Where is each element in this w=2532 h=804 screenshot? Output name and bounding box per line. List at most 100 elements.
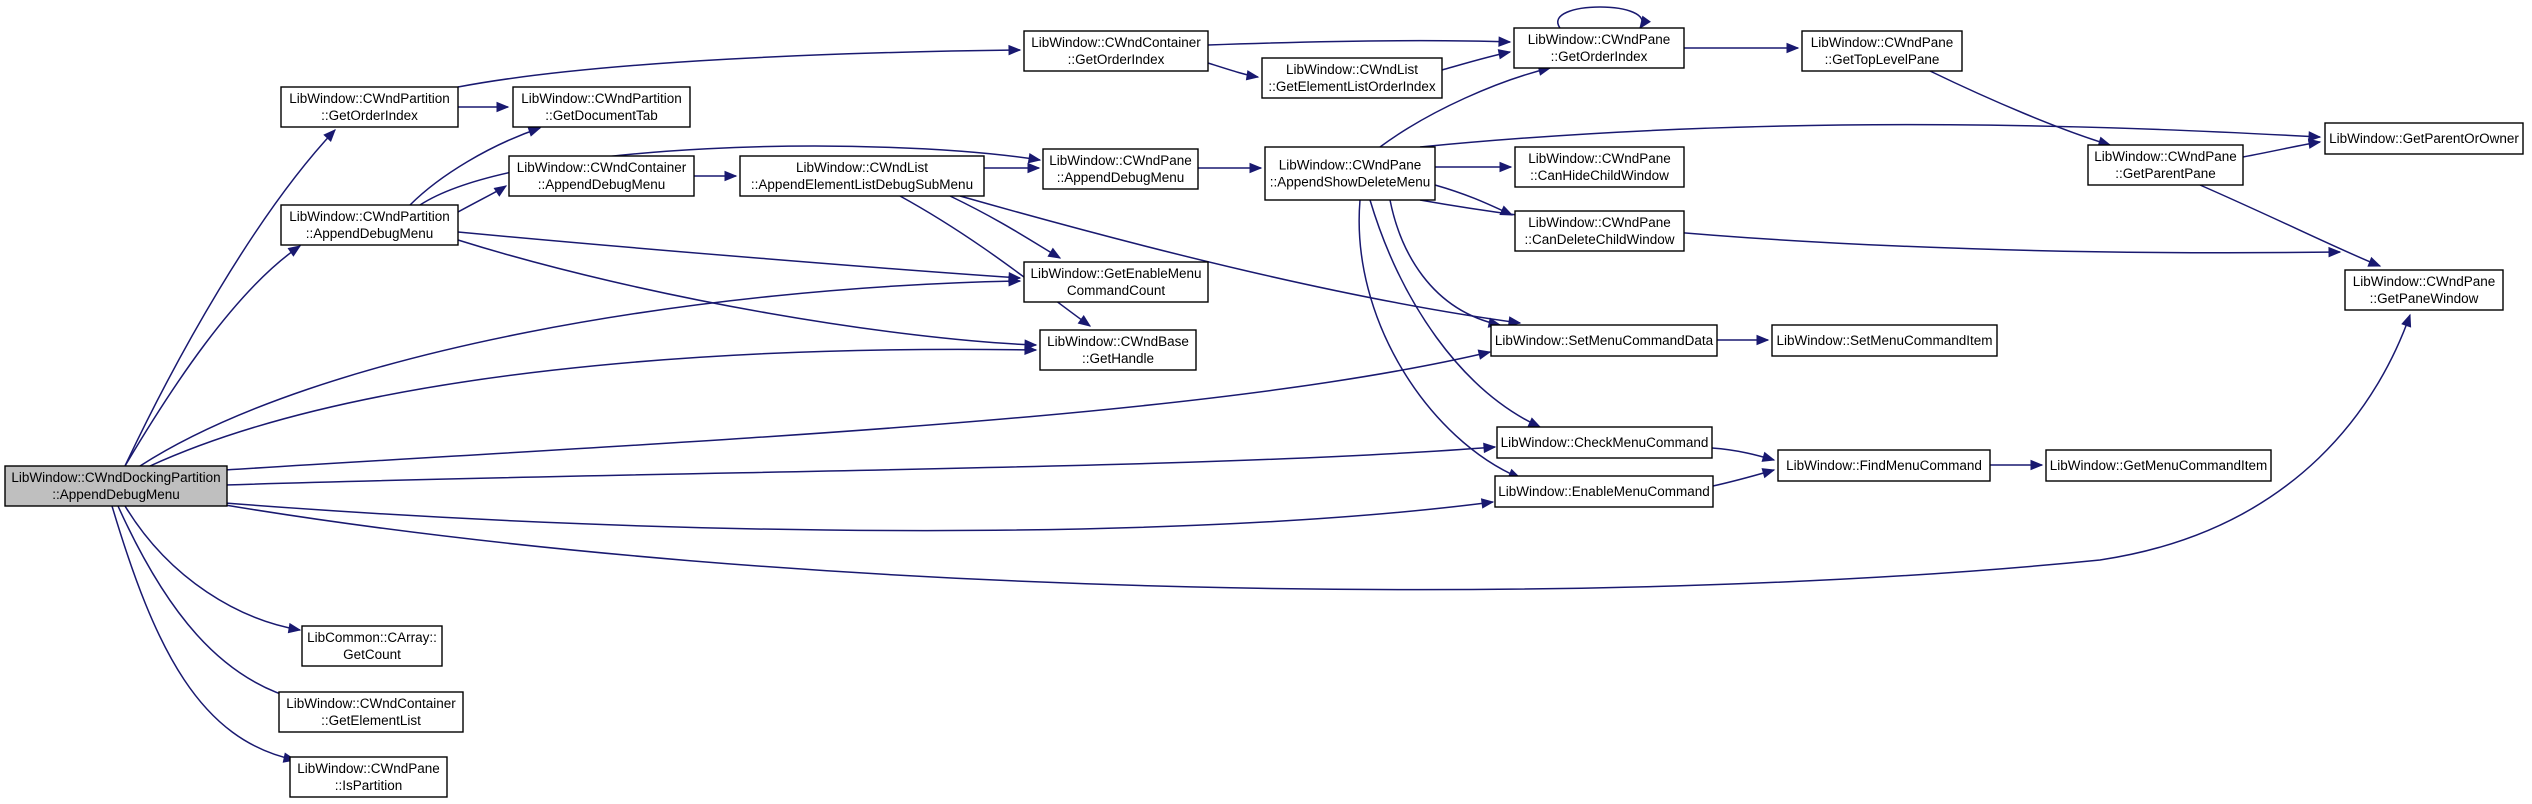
edge-line xyxy=(139,280,1021,467)
arrowhead-icon xyxy=(1008,272,1022,283)
edge-p_getorder-to-c_getorder xyxy=(457,44,1022,88)
node-c-getorder[interactable]: LibWindow::CWndContainer::GetOrderIndex xyxy=(1023,30,1209,72)
node-pane-canhide[interactable]: LibWindow::CWndPane::CanHideChildWindow xyxy=(1514,146,1685,188)
node-box xyxy=(2087,144,2244,186)
edge-line xyxy=(419,145,1041,206)
edge-check-to-find xyxy=(1711,447,1776,462)
node-label: LibWindow::FindMenuCommand xyxy=(1786,458,1982,473)
node-box xyxy=(289,756,448,798)
node-label: ::AppendDebugMenu xyxy=(1057,170,1185,185)
node-getparentowner[interactable]: LibWindow::GetParentOrOwner xyxy=(2324,122,2524,155)
node-pane-getwin[interactable]: LibWindow::CWndPane::GetPaneWindow xyxy=(2344,269,2504,311)
node-label: ::CanHideChildWindow xyxy=(1530,168,1669,183)
arrowhead-icon xyxy=(2308,131,2322,142)
node-box xyxy=(1771,324,1998,357)
edge-root-to-p_getorder xyxy=(124,129,336,467)
edge-line xyxy=(224,314,2411,591)
node-box xyxy=(278,691,464,733)
node-l-getelemorder[interactable]: LibWindow::CWndList::GetElementListOrder… xyxy=(1261,57,1443,99)
node-pane-getorder[interactable]: LibWindow::CWndPane::GetOrderIndex xyxy=(1513,27,1685,69)
node-p-getdoctab[interactable]: LibWindow::CWndPartition::GetDocumentTab xyxy=(512,86,691,128)
node-box xyxy=(1042,148,1199,190)
edge-p_appenddbg-to-geten xyxy=(457,231,1022,283)
node-root[interactable]: LibWindow::CWndDockingPartition::AppendD… xyxy=(4,465,228,507)
arrowhead-icon xyxy=(287,245,302,257)
node-label: ::GetOrderIndex xyxy=(1068,52,1165,67)
node-pane-ispart[interactable]: LibWindow::CWndPane::IsPartition xyxy=(289,756,448,798)
node-carray-count[interactable]: LibCommon::CArray::GetCount xyxy=(301,625,443,667)
node-p-appenddbg[interactable]: LibWindow::CWndPartition::AppendDebugMen… xyxy=(280,204,459,246)
node-pane-showdel[interactable]: LibWindow::CWndPane::AppendShowDeleteMen… xyxy=(1264,146,1436,201)
node-pane-appenddbg[interactable]: LibWindow::CWndPane::AppendDebugMenu xyxy=(1042,148,1199,190)
edge-line xyxy=(457,49,1021,88)
edge-line xyxy=(2199,184,2381,267)
node-pane-gettop[interactable]: LibWindow::CWndPane::GetTopLevelPane xyxy=(1801,30,1963,72)
node-l-appendsub[interactable]: LibWindow::CWndList::AppendElementListDe… xyxy=(739,155,985,197)
arrowhead-icon xyxy=(1756,334,1770,346)
node-getitem[interactable]: LibWindow::GetMenuCommandItem xyxy=(2045,449,2272,482)
edge-c_getorder-to-pane_getorder xyxy=(1207,36,1512,47)
arrowhead-icon xyxy=(493,185,508,197)
node-setdata[interactable]: LibWindow::SetMenuCommandData xyxy=(1490,324,1718,357)
edge-l_getelemorder-to-pane_getorder xyxy=(1441,49,1512,71)
node-label: ::GetElementList xyxy=(321,713,421,728)
edge-line xyxy=(959,195,1521,324)
node-label: ::GetDocumentTab xyxy=(545,108,658,123)
node-pane-getparent[interactable]: LibWindow::CWndPane::GetParentPane xyxy=(2087,144,2244,186)
arrowhead-icon xyxy=(1639,15,1651,30)
node-box xyxy=(1023,261,1209,303)
node-label: LibWindow::SetMenuCommandData xyxy=(1495,333,1714,348)
node-p-getorder[interactable]: LibWindow::CWndPartition::GetOrderIndex xyxy=(280,86,459,128)
edge-line xyxy=(2242,141,2321,158)
arrowhead-icon xyxy=(527,126,542,137)
node-label: ::AppendElementListDebugSubMenu xyxy=(751,177,973,192)
edge-line xyxy=(1557,6,1643,29)
node-c-getelem[interactable]: LibWindow::CWndContainer::GetElementList xyxy=(278,691,464,733)
edge-root-to-pane_getwin xyxy=(224,313,2412,591)
node-box xyxy=(1494,475,1714,508)
node-enable[interactable]: LibWindow::EnableMenuCommand xyxy=(1494,475,1714,508)
node-label: LibWindow::CWndPane xyxy=(1528,32,1671,47)
arrowhead-icon xyxy=(1483,442,1497,454)
node-check[interactable]: LibWindow::CheckMenuCommand xyxy=(1496,426,1713,459)
edge-line xyxy=(1389,199,1501,326)
edge-root-to-setdata xyxy=(224,349,1492,471)
arrowhead-icon xyxy=(1245,70,1260,81)
node-label: ::GetElementListOrderIndex xyxy=(1268,79,1436,94)
node-setitem[interactable]: LibWindow::SetMenuCommandItem xyxy=(1771,324,1998,357)
node-label: LibWindow::CheckMenuCommand xyxy=(1501,435,1709,450)
edge-line xyxy=(1434,184,1513,216)
arrowhead-icon xyxy=(496,101,510,113)
edge-line xyxy=(224,446,1496,486)
arrowhead-icon xyxy=(2367,256,2382,267)
node-label: LibWindow::CWndPane xyxy=(2353,274,2496,289)
arrowhead-icon xyxy=(1499,161,1513,173)
arrowhead-icon xyxy=(1497,49,1512,60)
node-pane-candel[interactable]: LibWindow::CWndPane::CanDeleteChildWindo… xyxy=(1514,210,1685,252)
node-box xyxy=(2344,269,2504,311)
arrowhead-icon xyxy=(2328,246,2342,258)
edge-line xyxy=(949,195,1061,259)
node-box xyxy=(1514,210,1685,252)
arrowhead-icon xyxy=(1027,162,1041,174)
edge-p_getorder-to-p_getdoctab xyxy=(458,101,510,113)
node-box xyxy=(1039,329,1197,371)
node-label: LibWindow::GetParentOrOwner xyxy=(2329,131,2519,146)
edge-enable-to-find xyxy=(1712,468,1776,487)
node-box xyxy=(1513,27,1685,69)
edge-root-to-carray_count xyxy=(124,505,302,634)
node-find[interactable]: LibWindow::FindMenuCommand xyxy=(1777,449,1991,482)
node-label: LibWindow::CWndDockingPartition xyxy=(11,470,220,485)
node-box xyxy=(1490,324,1718,357)
node-base-gethandle[interactable]: LibWindow::CWndBase::GetHandle xyxy=(1039,329,1197,371)
edge-pane_appenddbg-to-pane_showdel xyxy=(1198,162,1263,174)
edge-root-to-check xyxy=(224,442,1497,486)
node-c-appenddbg[interactable]: LibWindow::CWndContainer::AppendDebugMen… xyxy=(508,155,695,197)
arrowhead-icon xyxy=(1761,468,1776,479)
node-box xyxy=(280,86,459,128)
node-label: ::GetParentPane xyxy=(2115,166,2216,181)
call-edges xyxy=(111,6,2412,763)
edge-line xyxy=(149,348,1037,467)
